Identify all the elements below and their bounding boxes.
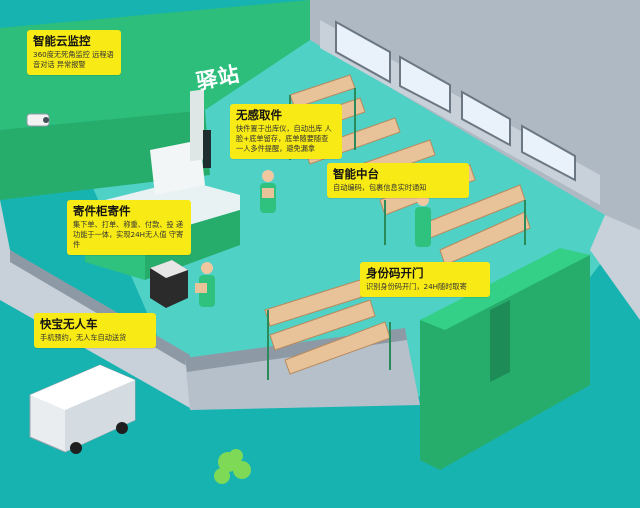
callout-desc: 360度无死角监控 远程语音对话 异常报警 [33,50,114,69]
callout-desc: 快件置于出库仪，自动出库 人脸+底单留存，底单随要随查 一人多件提醒，避免漏拿 [236,124,332,153]
staff-members [195,170,431,307]
callout-desc: 集下单、打单、称重、付款、投 递功能于一体，实现24H无人值 守寄件 [73,220,184,249]
camera-icon [26,113,50,127]
door-unit [420,248,590,470]
callout-id-code-door: 身份码开门 识别身份码开门，24H随时取寄 [360,262,490,297]
callout-title: 身份码开门 [366,266,424,280]
callout-title: 寄件柜寄件 [73,204,131,218]
callout-title: 快宝无人车 [40,317,98,331]
callout-cloud-monitoring: 智能云监控 360度无死角监控 远程语音对话 异常报警 [27,30,121,75]
front-left-wall [0,200,190,408]
callout-contactless-pickup: 无感取件 快件置于出库仪，自动出库 人脸+底单留存，底单随要随查 一人多件提醒，… [230,104,342,159]
callout-locker-shipping: 寄件柜寄件 集下单、打单、称重、付款、投 递功能于一体，实现24H无人值 守寄件 [67,200,191,255]
shelves [264,74,531,375]
callout-title: 无感取件 [236,108,282,122]
callout-smart-hub: 智能中台 自动编码，包裹信息实时通知 [327,163,469,198]
callout-desc: 自动编码，包裹信息实时通知 [333,183,427,192]
delivery-van [29,364,136,454]
callout-title: 智能云监控 [33,34,91,48]
windows [335,20,576,182]
callout-title: 智能中台 [333,167,379,181]
bush [214,449,251,484]
pickup-kiosk [203,130,211,168]
callout-desc: 手机预约，无人车自动送货 [40,333,127,342]
callout-desc: 识别身份码开门，24H随时取寄 [366,282,467,291]
parcel-locker [150,260,188,308]
callout-unmanned-van: 快宝无人车 手机预约，无人车自动送货 [34,313,156,348]
